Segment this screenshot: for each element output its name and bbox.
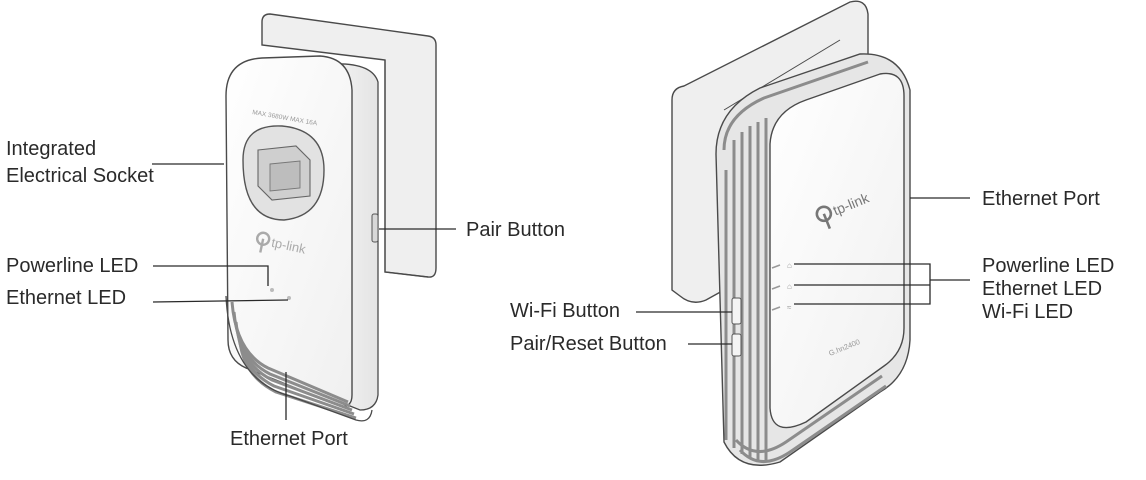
left-powerline-led-label: Powerline LED: [6, 255, 139, 277]
left-callout-lines: [152, 163, 456, 420]
left-pair-button-label: Pair Button: [466, 219, 565, 241]
left-pair-button: [371, 213, 379, 243]
left-ethernet-port-label: Ethernet Port: [230, 428, 348, 450]
left-ethernet-led-label: Ethernet LED: [6, 287, 127, 309]
left-tp-link-logo: tp-link: [255, 231, 308, 257]
right-callout-lines: [636, 197, 970, 345]
right-wifi-button-label: Wi-Fi Button: [510, 300, 621, 322]
right-powerline-led-icon: ⌂: [787, 261, 792, 270]
right-powerline-led-label: Powerline LED: [982, 255, 1115, 277]
right-ethernet-led-icon: ⌂: [787, 282, 792, 291]
right-wifi-led-icon: ≈: [787, 303, 792, 312]
right-pair-reset-button: [731, 333, 742, 357]
right-pair-reset-button-label: Pair/Reset Button: [510, 333, 667, 355]
right-wifi-button: [731, 297, 742, 325]
left-adapter: MAX 3680W MAX 16A tp-link: [225, 13, 437, 422]
right-ethernet-led-label: Ethernet LED: [982, 278, 1103, 300]
right-ventilation-fins: [722, 60, 887, 463]
right-wifi-led-label: Wi-Fi LED: [982, 301, 1074, 323]
left-powerline-led-icon: [270, 288, 274, 292]
right-ethernet-port-label: Ethernet Port: [982, 188, 1100, 210]
right-adapter: tp-link ⌂ ⌂ ≈ G.hn2400: [671, 0, 911, 466]
left-back-plate: [261, 13, 437, 278]
right-body-front: [769, 72, 905, 429]
svg-text:tp-link: tp-link: [270, 235, 308, 257]
integrated-socket-label-line1: Integrated: [6, 138, 97, 160]
left-ethernet-led-icon: [287, 296, 291, 300]
integrated-socket-label-line2: Electrical Socket: [6, 165, 154, 187]
